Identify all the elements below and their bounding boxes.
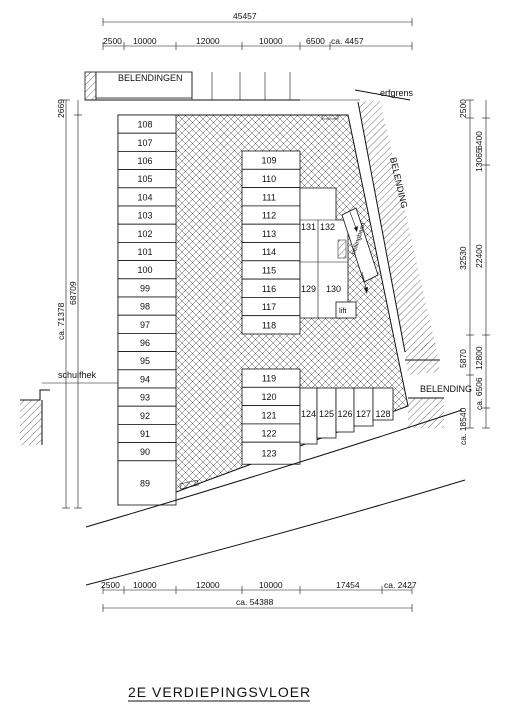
- space-128-box: [372, 387, 394, 421]
- left-neighbour: schuifhek: [20, 370, 118, 445]
- space-110: 110: [262, 174, 276, 184]
- belendingen-strip: BELENDINGEN erfgrens: [84, 71, 414, 101]
- space-123: 123: [261, 449, 276, 459]
- space-115: 115: [262, 265, 276, 275]
- road: [85, 409, 466, 586]
- space-114: 114: [262, 247, 276, 257]
- dim-bottom-2: 10000: [133, 580, 157, 590]
- label-lift: lift: [339, 306, 347, 315]
- parking-column-left: 108 107 106 105 104 103 102 101 100 99 98 97 96 95 94 9…: [117, 114, 177, 506]
- page-title: 2E VERDIEPINGSVLOER: [128, 684, 311, 700]
- dim-bottom-4: 10000: [259, 580, 283, 590]
- space-120: 120: [261, 392, 276, 402]
- space-105: 105: [137, 174, 152, 184]
- vent-bottom: [179, 479, 199, 490]
- dim-right-inner-3: 22400: [474, 244, 484, 268]
- dim-top-5: 6500: [306, 36, 325, 46]
- space-122: 122: [261, 429, 276, 439]
- space-131: 131: [301, 222, 316, 232]
- space-118: 118: [262, 320, 276, 330]
- label-belendingen: BELENDINGEN: [118, 73, 183, 83]
- dimension-bottom: 2500 10000 12000 10000 17454 ca. 2427 ca…: [101, 580, 417, 612]
- space-103: 103: [137, 211, 152, 221]
- space-106: 106: [137, 156, 152, 166]
- label-erfgrens: erfgrens: [380, 88, 414, 98]
- space-93: 93: [140, 393, 150, 403]
- dim-top-4: 10000: [259, 36, 283, 46]
- space-112: 112: [262, 211, 276, 221]
- dim-top-3: 12000: [196, 36, 220, 46]
- space-89: 89: [140, 478, 150, 488]
- core-block: 131 132 129 130 lift hellingbaan: [299, 187, 379, 319]
- space-89-box: [117, 460, 177, 506]
- dim-bottom-3: 12000: [196, 580, 220, 590]
- space-107: 107: [137, 138, 152, 148]
- dim-right-outer-4: ca. 18540: [458, 407, 468, 445]
- space-111: 111: [262, 192, 276, 202]
- dim-bottom-1: 2500: [101, 580, 120, 590]
- dim-right-inner-2: 13065: [474, 148, 484, 172]
- space-92: 92: [140, 411, 150, 421]
- space-90: 90: [140, 447, 150, 457]
- vent-top: [321, 114, 339, 120]
- space-128: 128: [375, 409, 390, 419]
- space-101: 101: [137, 247, 152, 257]
- dim-top-6: ca. 4457: [331, 36, 364, 46]
- space-130: 130: [326, 284, 341, 294]
- space-119: 119: [262, 374, 276, 384]
- space-124: 124: [301, 409, 316, 419]
- space-99: 99: [140, 283, 150, 293]
- dimension-top: 45457 2500 10000 12000 10000 6500 ca. 44…: [102, 11, 413, 50]
- belending-right-hatch: BELENDING BELENDING: [357, 100, 472, 428]
- dimension-right: 2500 32530 5870 ca. 18540 6400 13065 224…: [458, 99, 490, 445]
- dim-left-3: 68709: [68, 281, 78, 305]
- dim-left-1: 2669: [56, 99, 66, 118]
- space-117: 117: [262, 302, 276, 312]
- dim-bottom-5: 17454: [336, 580, 360, 590]
- dim-bottom-6: ca. 2427: [384, 580, 417, 590]
- parking-column-center-bottom: 119 120 121 122 123: [241, 368, 301, 465]
- space-100: 100: [137, 265, 152, 275]
- space-118-box: [241, 315, 301, 335]
- space-91: 91: [140, 429, 150, 439]
- space-94: 94: [140, 374, 150, 384]
- space-102: 102: [137, 229, 152, 239]
- space-98: 98: [140, 302, 150, 312]
- space-125: 125: [319, 409, 334, 419]
- dim-right-outer-3: 5870: [458, 349, 468, 368]
- space-127-box: [353, 387, 374, 427]
- space-132: 132: [320, 222, 335, 232]
- space-126: 126: [337, 409, 352, 419]
- label-schuifhek: schuifhek: [58, 370, 97, 380]
- dim-right-inner-4: 12800: [474, 346, 484, 370]
- dim-top-2: 10000: [133, 36, 157, 46]
- parking-column-center-top: 109 110 111 112 113 114 115 116 117 118: [241, 150, 301, 335]
- dim-top-1: 2500: [103, 36, 122, 46]
- dim-right-inner-5: ca. 6506: [474, 377, 484, 410]
- space-113: 113: [262, 229, 276, 239]
- space-96: 96: [140, 338, 150, 348]
- dim-right-inner-1: 6400: [474, 131, 484, 150]
- label-belending-right: BELENDING: [420, 384, 472, 394]
- space-97: 97: [140, 320, 150, 330]
- space-121: 121: [261, 410, 276, 420]
- space-108: 108: [137, 120, 152, 130]
- space-104: 104: [137, 192, 152, 202]
- space-127: 127: [356, 409, 371, 419]
- dim-left-2: ca. 71378: [56, 302, 66, 340]
- space-129: 129: [301, 284, 316, 294]
- space-109: 109: [261, 156, 276, 166]
- dim-right-outer-1: 2500: [458, 99, 468, 118]
- dim-bottom-total: ca. 54388: [236, 597, 274, 607]
- space-95: 95: [140, 356, 150, 366]
- dim-right-outer-2: 32530: [458, 246, 468, 270]
- space-123-box: [241, 441, 301, 465]
- dimension-left: 2669 ca. 71378 68709: [56, 99, 82, 509]
- dim-top-total: 45457: [233, 11, 257, 21]
- space-116: 116: [262, 284, 276, 294]
